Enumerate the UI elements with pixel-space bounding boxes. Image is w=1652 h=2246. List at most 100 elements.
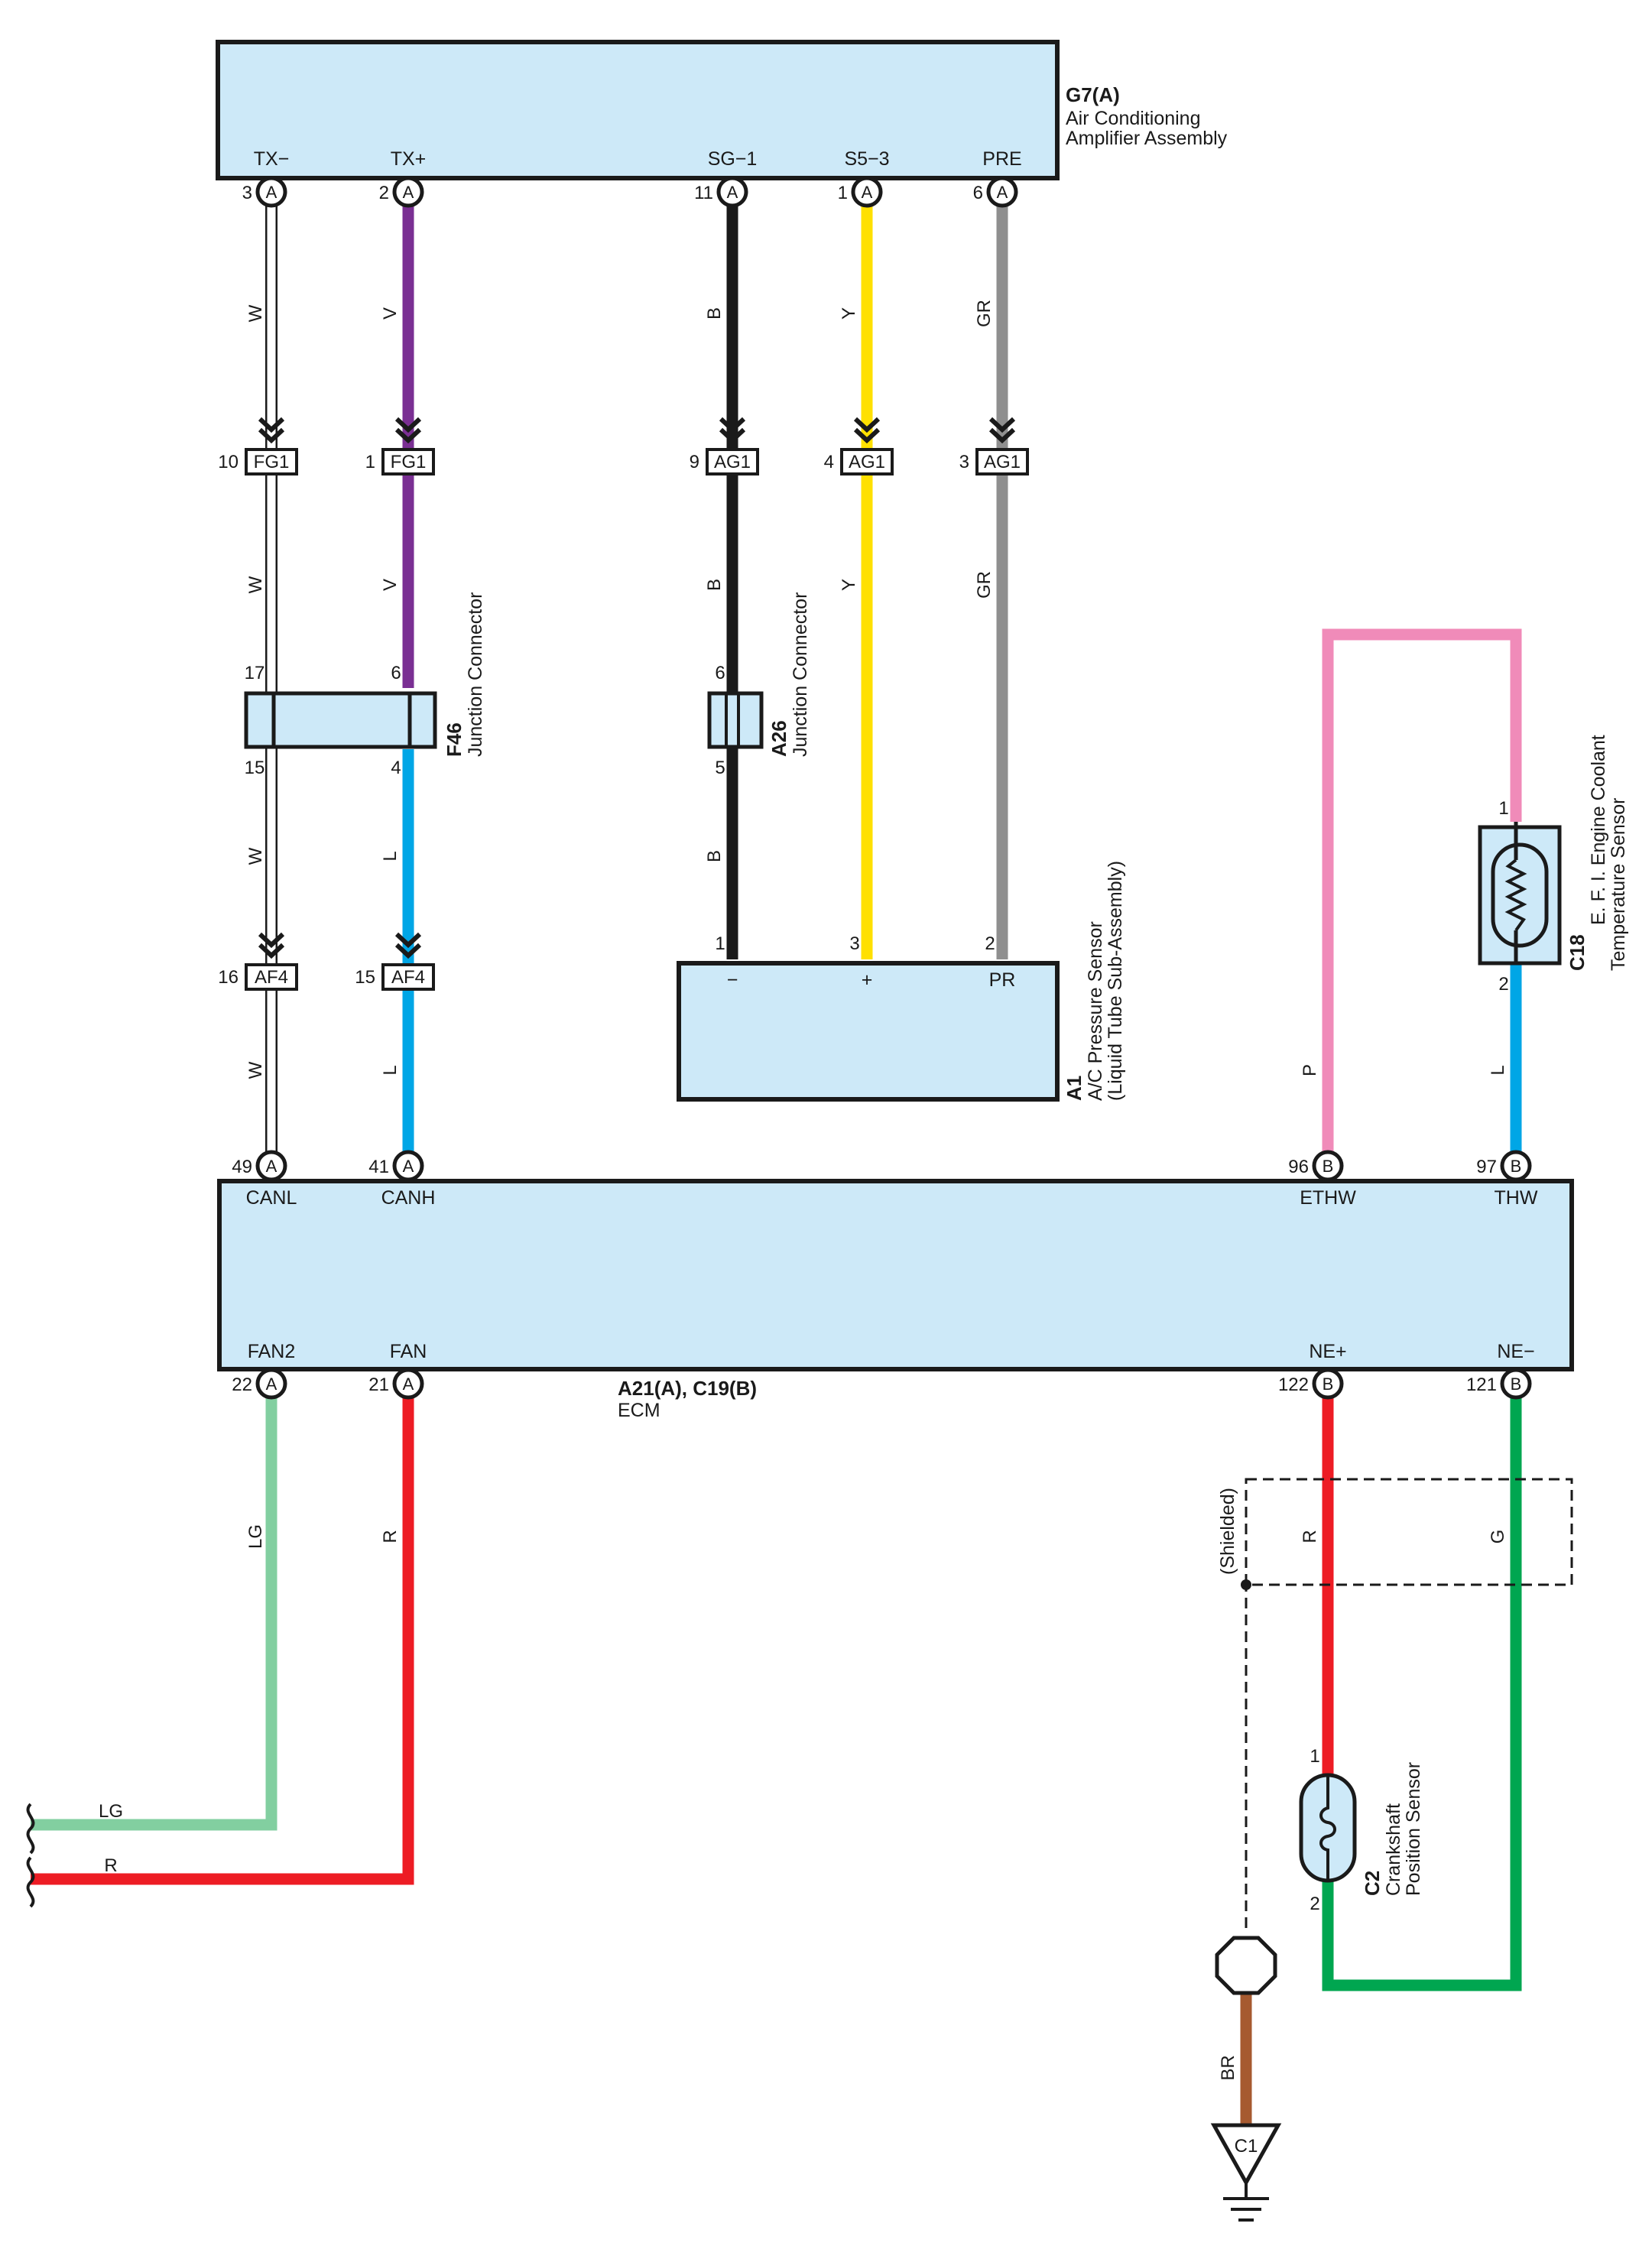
ecm-code: A21(A), C19(B) <box>618 1377 757 1400</box>
crank-sensor-code: C2 <box>1361 1871 1384 1896</box>
pressure-sensor-desc-1: A/C Pressure Sensor <box>1085 921 1106 1101</box>
connector-ag1: AG1 3 <box>959 417 1029 475</box>
wire-code-label: W <box>245 304 266 322</box>
ecm-terminal: B 122 <box>1278 1368 1344 1400</box>
amp-terminal: A 6 <box>973 176 1018 208</box>
svg-text:15: 15 <box>355 967 375 988</box>
amp-terminal: A 11 <box>694 176 748 208</box>
ecm-terminal: B 97 <box>1476 1150 1532 1182</box>
amplifier-code: G7(A) <box>1066 83 1120 106</box>
coolant-pin-1: 1 <box>1498 798 1508 819</box>
svg-text:A: A <box>403 1375 414 1394</box>
amplifier-desc-2: Amplifier Assembly <box>1066 128 1228 149</box>
f46-desc: Junction Connector <box>465 592 486 757</box>
svg-text:A: A <box>266 183 277 202</box>
wire-code-label: B <box>704 307 725 320</box>
splice-point-icon <box>1215 1936 1277 1995</box>
ecm-terminal: B 121 <box>1466 1368 1532 1400</box>
a26-pin-6: 6 <box>715 663 725 683</box>
svg-text:A: A <box>997 183 1008 202</box>
svg-text:B: B <box>1511 1157 1522 1176</box>
svg-text:A: A <box>266 1375 277 1394</box>
wire-r-fan <box>31 1384 414 1885</box>
svg-text:41: 41 <box>368 1157 389 1177</box>
ecm-desc: ECM <box>618 1400 660 1421</box>
ecm-terminal: A 49 <box>232 1150 287 1182</box>
ecm-signal-label: CANH <box>381 1187 436 1209</box>
shield-box <box>1245 1478 1573 1586</box>
svg-text:B: B <box>1511 1375 1522 1394</box>
wire-code-label: V <box>380 579 401 591</box>
a26-pin-5: 5 <box>715 758 725 778</box>
svg-text:B: B <box>1323 1157 1334 1176</box>
ps-pin: 1 <box>715 933 725 954</box>
svg-text:96: 96 <box>1288 1157 1309 1177</box>
svg-text:3: 3 <box>959 452 969 472</box>
svg-text:49: 49 <box>232 1157 252 1177</box>
pressure-sensor-code: A1 <box>1063 1076 1086 1101</box>
ecm-signal-label: FAN2 <box>248 1341 296 1362</box>
amplifier-box <box>216 40 1060 180</box>
wire-code-label: BR <box>1218 2055 1238 2080</box>
wire-code-label: W <box>245 1061 266 1079</box>
svg-text:A: A <box>403 183 414 202</box>
f46-pin-6: 6 <box>391 663 401 683</box>
crankshaft-sensor <box>1299 1773 1357 1883</box>
svg-text:3: 3 <box>242 183 252 203</box>
svg-text:AF4: AF4 <box>255 967 288 988</box>
crank-sensor-desc-2: Position Sensor <box>1403 1762 1424 1896</box>
svg-text:22: 22 <box>232 1375 252 1395</box>
wire-code-label: L <box>380 1065 401 1075</box>
wire-code-label: W <box>245 847 266 865</box>
svg-text:FG1: FG1 <box>391 452 427 472</box>
f46-pin-17: 17 <box>245 663 265 683</box>
wire-code-label: Y <box>839 579 859 591</box>
junction-connector-a26 <box>707 691 764 749</box>
ecm-signal-label: NE+ <box>1309 1341 1346 1362</box>
svg-text:6: 6 <box>973 183 983 203</box>
connector-ag1: AG1 4 <box>824 417 894 475</box>
connector-af4: AF4 16 <box>218 932 298 991</box>
amp-signal-label: SG−1 <box>708 148 758 170</box>
svg-text:4: 4 <box>824 452 834 472</box>
a26-desc: Junction Connector <box>790 592 811 757</box>
wire-code-label: LG <box>245 1524 266 1549</box>
svg-text:16: 16 <box>218 967 239 988</box>
amp-signal-label: TX+ <box>391 148 427 170</box>
svg-text:97: 97 <box>1476 1157 1497 1177</box>
wire-g-ne-minus <box>1322 1384 1522 1991</box>
svg-text:1: 1 <box>365 452 375 472</box>
wire-code-label: G <box>1488 1530 1508 1544</box>
amp-signal-label: PRE <box>982 148 1021 170</box>
wire-code-label: P <box>1300 1064 1320 1076</box>
wire-code-label: LG <box>99 1801 123 1822</box>
wire-code-label: L <box>1488 1065 1508 1075</box>
coolant-pin-2: 2 <box>1498 974 1508 995</box>
amplifier-desc-1: Air Conditioning <box>1066 108 1201 129</box>
ecm-signal-label: ETHW <box>1300 1187 1356 1209</box>
svg-text:AG1: AG1 <box>714 452 751 472</box>
svg-text:10: 10 <box>218 452 239 472</box>
amp-signal-label: S5−3 <box>844 148 889 170</box>
coolant-temperature-sensor <box>1478 822 1562 966</box>
wire-code-label: R <box>380 1530 401 1543</box>
ps-signal: PR <box>989 969 1016 991</box>
wire-p-ethw <box>1322 628 1522 1166</box>
wire-code-label: R <box>1300 1530 1320 1543</box>
svg-text:9: 9 <box>690 452 699 472</box>
ecm-terminal: A 41 <box>368 1150 424 1182</box>
a26-code: A26 <box>768 720 790 757</box>
wire-code-label: Y <box>839 307 859 320</box>
pressure-sensor-desc-2: (Liquid Tube Sub-Assembly) <box>1105 861 1126 1101</box>
svg-text:21: 21 <box>368 1375 389 1395</box>
amp-terminal: A 2 <box>379 176 424 208</box>
ground-icon <box>1210 2123 1282 2222</box>
svg-text:AG1: AG1 <box>849 452 885 472</box>
ps-pin: 3 <box>849 933 859 954</box>
svg-text:122: 122 <box>1278 1375 1309 1395</box>
svg-text:A: A <box>266 1157 277 1176</box>
svg-text:121: 121 <box>1466 1375 1497 1395</box>
ps-signal: + <box>862 969 873 991</box>
connector-fg1: FG1 10 <box>218 417 298 475</box>
